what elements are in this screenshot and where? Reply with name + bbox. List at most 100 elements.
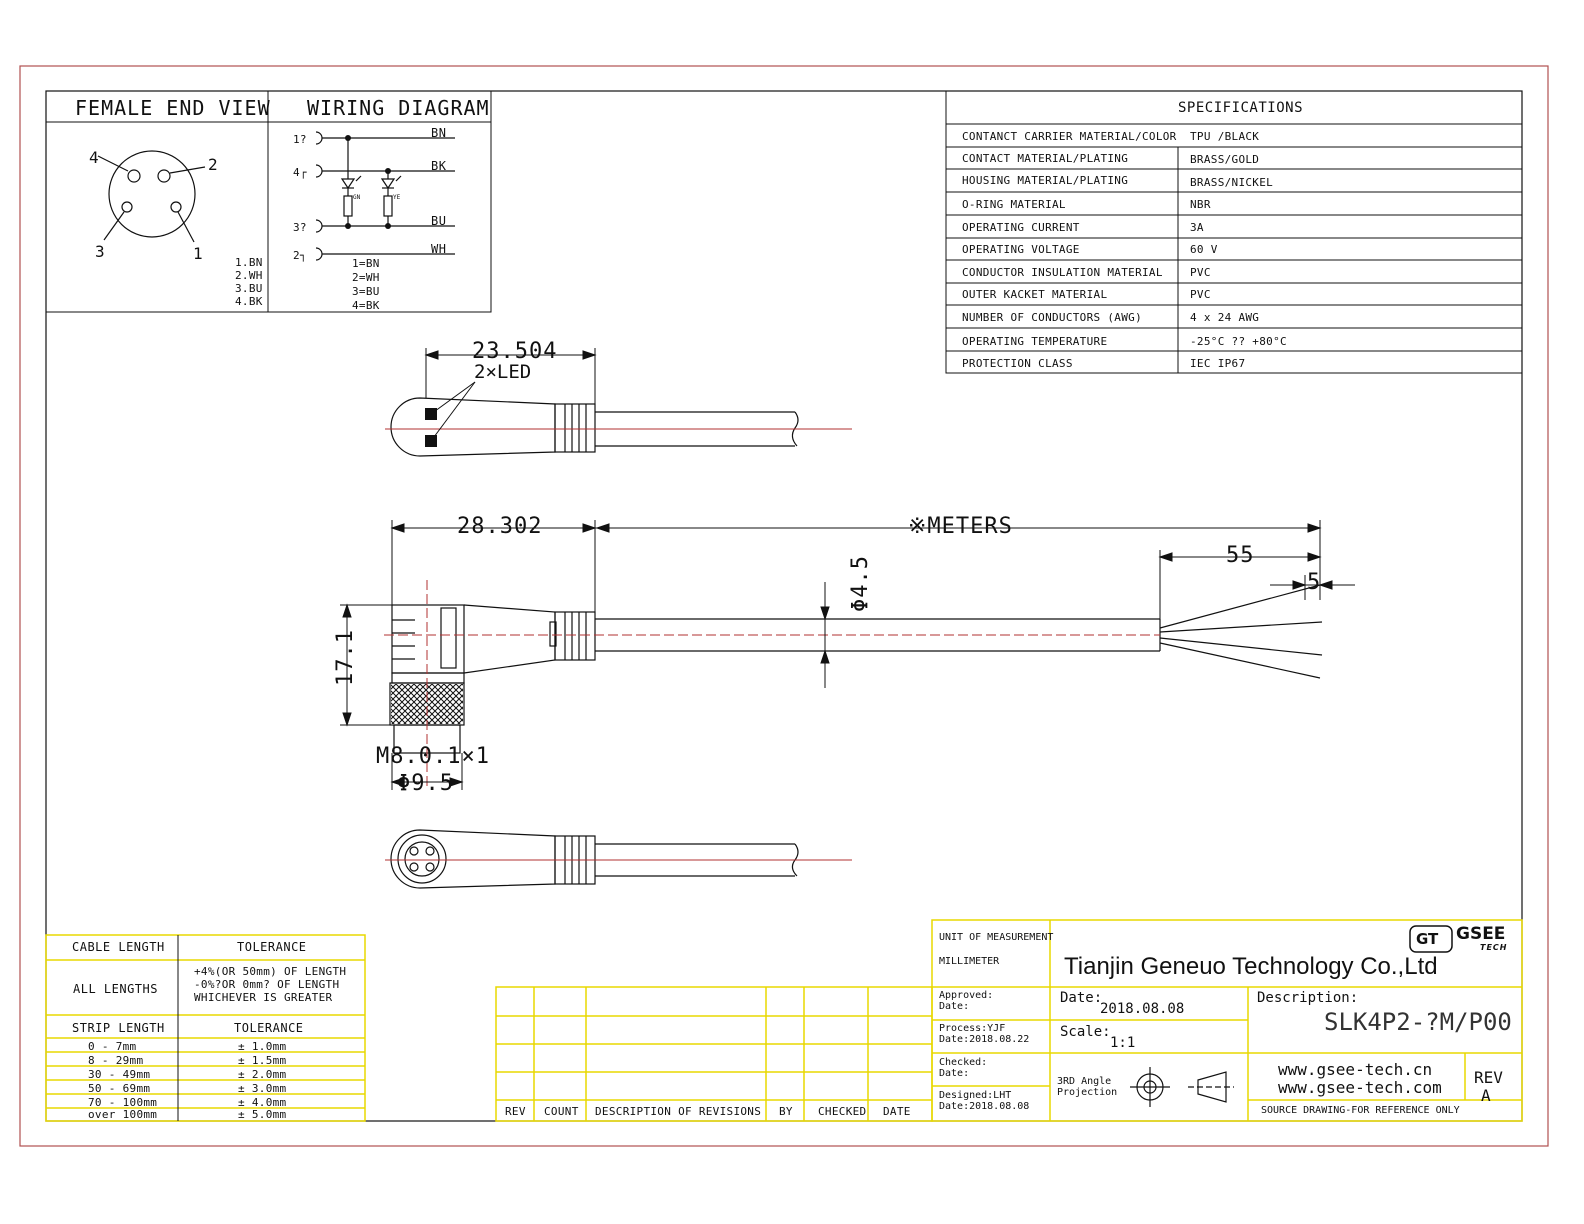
reference-note: SOURCE DRAWING-FOR REFERENCE ONLY xyxy=(1261,1105,1460,1116)
description-label: Description: xyxy=(1257,990,1359,1006)
wire-bk: BK xyxy=(431,159,447,173)
spec-label: CONDUCTOR INSULATION MATERIAL xyxy=(962,266,1163,279)
wire-wh: WH xyxy=(431,242,447,256)
logo-mark: GT xyxy=(1416,930,1439,948)
wiring-pin-4: 4┌ xyxy=(293,166,307,179)
tol-header-strip: STRIP LENGTH xyxy=(72,1021,165,1035)
dim-thread: M8.0.1×1 xyxy=(376,744,490,769)
spec-label: CONTACT MATERIAL/PLATING xyxy=(962,152,1129,165)
pin-label-4: 4 xyxy=(89,148,100,167)
checked-date: Date: xyxy=(939,1068,970,1079)
projection-line: Projection xyxy=(1057,1087,1118,1098)
specs-title: SPECIFICATIONS xyxy=(1178,100,1304,116)
dim-5 xyxy=(1270,575,1355,600)
strip-range: 30 - 49mm xyxy=(88,1068,151,1081)
specs-table-grid xyxy=(945,90,1523,374)
dim-top-width: 23.504 xyxy=(472,339,558,364)
websites: www.gsee-tech.cn www.gsee-tech.com xyxy=(1278,1061,1442,1097)
tolerance-table-grid xyxy=(45,934,366,1122)
unit-label: UNIT OF MEASUREMENT xyxy=(939,932,1054,943)
wiring-pin-2: 2┐ xyxy=(293,249,307,262)
tol-header-cable: CABLE LENGTH xyxy=(72,940,165,954)
tol-line: +4%(OR 50mm) OF LENGTH xyxy=(194,965,347,978)
knurled-nut xyxy=(391,684,463,724)
logo-text: GSEE xyxy=(1456,924,1506,944)
dim-meters xyxy=(595,520,1322,600)
pin-label-3: 3 xyxy=(95,242,106,261)
description-value: SLK4P2-?M/P00 xyxy=(1324,1008,1512,1036)
date-value: 2018.08.08 xyxy=(1100,1001,1185,1017)
dim-led: 2×LED xyxy=(474,361,532,383)
wiring-title: WIRING DIAGRAM xyxy=(307,96,490,120)
tol-all-lengths: ALL LENGTHS xyxy=(73,982,158,996)
legend-line: 3=BU xyxy=(352,285,380,298)
date-label: Date: xyxy=(1060,990,1103,1006)
connector-front-view xyxy=(390,829,799,889)
legend-line: 1.BN xyxy=(235,256,263,269)
spec-label: OPERATING TEMPERATURE xyxy=(962,335,1108,348)
projection-line: 3RD Angle xyxy=(1057,1076,1112,1087)
projection-label: 3RD Angle Projection xyxy=(1057,1076,1117,1098)
company-name: Tianjin Geneuo Technology Co.,Ltd xyxy=(1064,953,1438,980)
legend-line: 4=BK xyxy=(352,299,380,312)
spec-value: -25°C ?? +80°C xyxy=(1190,335,1287,348)
wiring-pin-3: 3? xyxy=(293,221,307,234)
dim-55 xyxy=(1158,550,1322,619)
tol-header-tolerance: TOLERANCE xyxy=(237,940,307,954)
spec-label: CONTANCT CARRIER MATERIAL/COLOR xyxy=(962,130,1177,143)
approved-block: Approved: Date: xyxy=(939,990,993,1012)
dim-4-5 xyxy=(820,582,830,688)
company-logo xyxy=(1409,925,1453,953)
title-block-grid xyxy=(931,919,1523,1122)
connector-top-view xyxy=(390,397,799,457)
dim-height: 17.1 xyxy=(333,629,358,686)
strip-tol: ± 4.0mm xyxy=(238,1096,287,1109)
dim-strip-length: 55 xyxy=(1226,543,1255,568)
website-cn: www.gsee-tech.cn xyxy=(1278,1060,1433,1079)
strip-tol: ± 5.0mm xyxy=(238,1108,287,1121)
dim-body-length: 28.302 xyxy=(457,514,543,539)
rev-header-desc: DESCRIPTION OF REVISIONS xyxy=(595,1105,762,1118)
rev-header-count: COUNT xyxy=(544,1105,579,1118)
dim-cable-diameter: Φ4.5 xyxy=(848,555,873,612)
rev-value: A xyxy=(1481,1086,1491,1105)
spec-value: 4 x 24 AWG xyxy=(1190,311,1260,324)
spec-value: TPU /BLACK xyxy=(1190,130,1260,143)
website-com: www.gsee-tech.com xyxy=(1278,1078,1442,1097)
process-date: Date:2018.08.22 xyxy=(939,1034,1030,1045)
strip-range: 8 - 29mm xyxy=(88,1054,144,1067)
wiring-junctions xyxy=(345,135,391,229)
spec-value: 60 V xyxy=(1190,243,1218,256)
legend-line: 3.BU xyxy=(235,282,263,295)
dim-strip-end: 5 xyxy=(1307,570,1322,595)
wire-bn: BN xyxy=(431,126,447,140)
rev-header-date: DATE xyxy=(883,1105,911,1118)
wire-bu: BU xyxy=(431,214,447,228)
wiring-legend: 1=BN 2=WH 3=BU 4=BK xyxy=(352,257,380,313)
end-view-title: FEMALE END VIEW xyxy=(75,96,271,120)
checked-block: Checked: Date: xyxy=(939,1057,987,1079)
strip-range: 70 - 100mm xyxy=(88,1096,158,1109)
tol-line: -0%?OR 0mm? OF LENGTH xyxy=(194,978,340,991)
tol-line: WHICHEVER IS GREATER xyxy=(194,991,333,1004)
rev-header-by: BY xyxy=(779,1105,793,1118)
strip-range: over 100mm xyxy=(88,1108,158,1121)
spec-value: BRASS/NICKEL xyxy=(1190,176,1274,189)
spec-value: 3A xyxy=(1190,221,1204,234)
sheet-frame xyxy=(19,65,1549,1147)
legend-line: 1=BN xyxy=(352,257,380,270)
side-view-centerlines xyxy=(384,580,1160,790)
spec-label: OUTER KACKET MATERIAL xyxy=(962,288,1108,301)
end-view-legend: 1.BN 2.WH 3.BU 4.BK xyxy=(235,256,263,308)
revisions-table-grid xyxy=(495,986,933,1122)
strip-tol: ± 1.5mm xyxy=(238,1054,287,1067)
dim-28-302 xyxy=(390,520,597,612)
spec-label: OPERATING VOLTAGE xyxy=(962,243,1080,256)
dim-17-1 xyxy=(340,603,392,727)
strip-range: 0 - 7mm xyxy=(88,1040,137,1053)
designed-block: Designed:LHT Date:2018.08.08 xyxy=(939,1090,1029,1112)
designed-label: Designed:LHT xyxy=(939,1090,1012,1101)
spec-value: BRASS/GOLD xyxy=(1190,153,1260,166)
led-label-ye: YE xyxy=(393,194,401,201)
